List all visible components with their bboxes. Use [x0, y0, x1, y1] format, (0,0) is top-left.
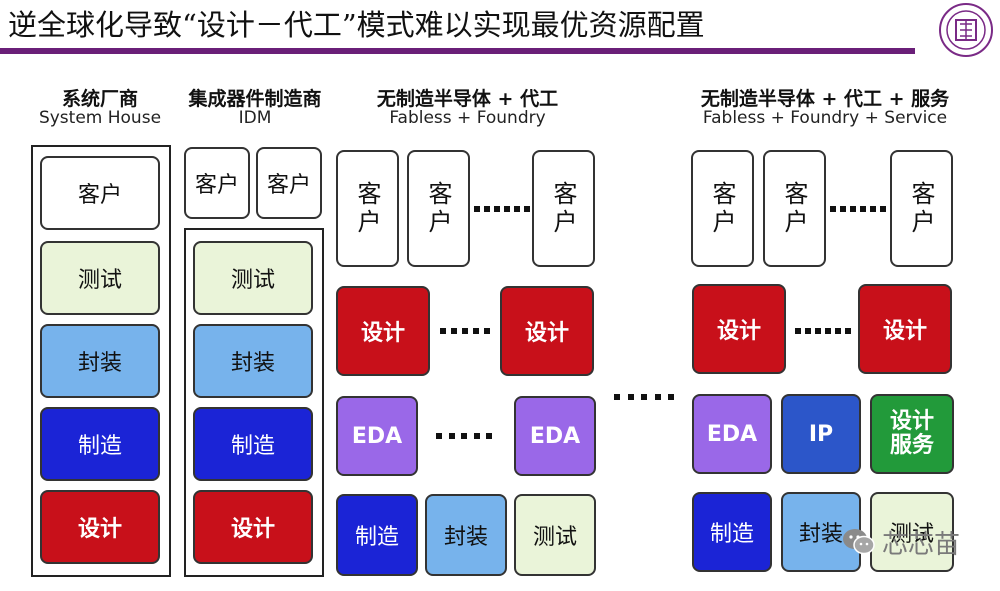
title-underline [0, 48, 915, 54]
ellipsis-dots [614, 393, 674, 401]
service-eda: EDA [692, 394, 772, 474]
fabless-foundry-package: 封装 [425, 494, 507, 576]
system-house-design: 设计 [40, 490, 160, 564]
system-house-title-cn: 系统厂商 [61, 88, 138, 110]
idm-test: 测试 [193, 241, 313, 315]
fabless-foundry-test: 测试 [514, 494, 596, 576]
idm-design: 设计 [193, 490, 313, 564]
service-ip: IP [781, 394, 861, 474]
fabless-foundry-manufacture: 制造 [336, 494, 418, 576]
fabless-foundry-customer: 客户 [407, 150, 470, 267]
service-design-service: 设计服务 [870, 394, 954, 474]
idm-customer: 客户 [184, 147, 250, 219]
service-manufacture: 制造 [692, 492, 772, 572]
fabless-foundry-customer: 客户 [532, 150, 595, 267]
idm-title-en: IDM [238, 108, 272, 128]
watermark-text: 芯芯苗 [882, 529, 961, 560]
service-design: 设计 [858, 284, 952, 374]
system-house-title-en: System House [38, 108, 162, 128]
fabless-foundry-eda: EDA [514, 396, 596, 476]
system-house-manufacture: 制造 [40, 407, 160, 481]
system-house-customer: 客户 [40, 156, 160, 230]
watermark: 芯芯苗 [842, 522, 972, 562]
fabless-foundry-service-title-cn: 无制造半导体 + 代工 + 服务 [700, 88, 950, 110]
ellipsis-dots [474, 205, 530, 213]
slide-title: 逆全球化导致“设计－代工”模式难以实现最优资源配置 [8, 8, 705, 42]
idm-package: 封装 [193, 324, 313, 398]
wechat-icon [843, 529, 875, 555]
ellipsis-dots [830, 205, 886, 213]
fabless-foundry-design: 设计 [336, 286, 430, 376]
ellipsis-dots [795, 327, 851, 335]
idm-manufacture: 制造 [193, 407, 313, 481]
fabless-foundry-title-cn: 无制造半导体 + 代工 [376, 88, 559, 110]
service-customer: 客户 [763, 150, 826, 267]
fabless-foundry-title-en: Fabless + Foundry [389, 108, 546, 128]
fabless-foundry-eda: EDA [336, 396, 418, 476]
system-house-test: 测试 [40, 241, 160, 315]
service-customer: 客户 [890, 150, 953, 267]
idm-title-cn: 集成器件制造商 [188, 88, 322, 110]
ellipsis-dots [440, 327, 490, 335]
fabless-foundry-service-title-en: Fabless + Foundry + Service [702, 108, 948, 128]
service-design: 设计 [692, 284, 786, 374]
fabless-foundry-customer: 客户 [336, 150, 399, 267]
university-seal-icon [936, 2, 996, 58]
fabless-foundry-design: 设计 [500, 286, 594, 376]
idm-frame [184, 228, 324, 577]
system-house-frame [31, 145, 171, 577]
ellipsis-dots [436, 432, 492, 440]
service-test: 测试 [870, 492, 954, 572]
idm-customer: 客户 [256, 147, 322, 219]
service-customer: 客户 [691, 150, 754, 267]
system-house-package: 封装 [40, 324, 160, 398]
